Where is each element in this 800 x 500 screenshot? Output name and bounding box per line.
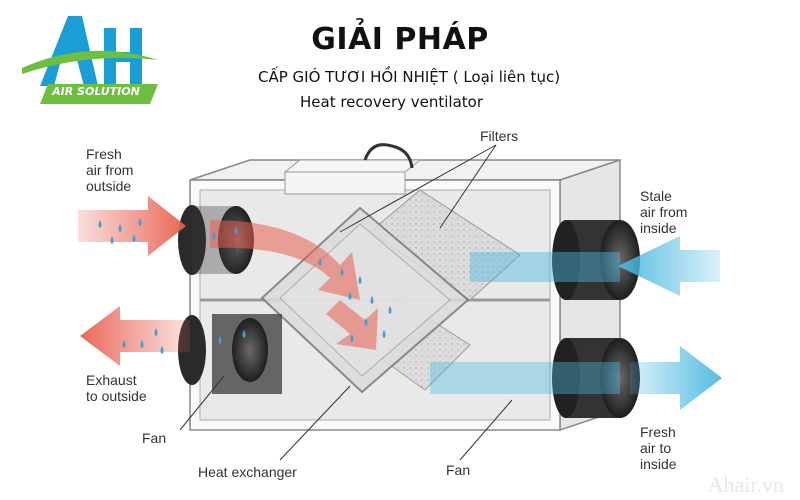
droplet-icon: [140, 340, 144, 348]
fresh-air-out-arrow: [430, 346, 722, 410]
red-arrow-right: [78, 196, 186, 256]
label-line: Fresh: [640, 424, 676, 440]
stale-air-in-arrow: [470, 236, 720, 296]
droplet-icon: [348, 292, 352, 300]
duct-rim: [552, 338, 580, 418]
subtitle-english: Heat recovery ventilator: [300, 93, 484, 111]
logo-tagline: AIR SOLUTION: [52, 85, 140, 98]
droplet-icon: [122, 340, 126, 348]
label-line: inside: [640, 456, 677, 472]
label-line: Stale: [640, 188, 672, 204]
droplet-icon: [212, 232, 216, 240]
watermark: Ahair.vn: [707, 472, 784, 497]
label-line: outside: [86, 178, 132, 194]
droplet-icon: [388, 306, 392, 314]
subtitle-vietnamese: CẤP GIÓ TƯƠI HỒI NHIỆT ( Loại liên tục): [258, 68, 561, 86]
droplet-icon: [340, 268, 344, 276]
droplet-icon: [132, 234, 136, 242]
fresh-air-in-arrow: [78, 196, 360, 300]
electrical-box: [283, 143, 422, 195]
droplet-icon: [98, 220, 102, 228]
leader-heat-exchanger: [279, 385, 351, 461]
droplet-icon: [242, 330, 246, 338]
duct-opening: [600, 338, 640, 418]
label-line: air from: [86, 162, 134, 178]
droplet-icon: [318, 258, 322, 266]
red-arrow-left: [80, 306, 190, 366]
droplet-icon: [118, 224, 122, 232]
droplet-icon: [218, 336, 222, 344]
duct-opening: [232, 318, 268, 382]
label-line: Fresh: [86, 146, 122, 162]
power-cable: [363, 143, 414, 169]
electrical-box-front: [284, 171, 406, 195]
duct-left-lower: [178, 314, 282, 394]
label-fresh-air-from-outside: Fresh air from outside: [86, 146, 133, 194]
droplet-icon: [110, 236, 114, 244]
label-line: inside: [640, 220, 677, 236]
logo-swoosh: [22, 50, 158, 74]
label-exhaust-to-outside: Exhaust to outside: [86, 372, 147, 404]
leader-filters-1: [439, 144, 497, 229]
leader-filters-2: [339, 144, 497, 233]
page-title: GIẢI PHÁP: [311, 22, 489, 57]
label-fresh-air-to-inside: Fresh air to inside: [640, 424, 677, 472]
label-heat-exchanger: Heat exchanger: [198, 464, 297, 480]
label-stale-air-from-inside: Stale air from inside: [640, 188, 687, 236]
droplet-icon: [234, 226, 238, 234]
duct-right-lower: [552, 338, 640, 418]
logo-banner: [40, 84, 158, 104]
leader-lines: [179, 144, 513, 461]
condensation-droplets: [98, 218, 392, 354]
logo-letter-a: [40, 16, 98, 86]
droplet-icon: [370, 296, 374, 304]
blue-arrow-left: [618, 236, 720, 296]
leader-fan-left: [179, 375, 225, 431]
duct-right-upper: [552, 220, 640, 300]
droplet-icon: [358, 276, 362, 284]
label-fan-bottom: Fan: [446, 462, 471, 478]
ah-air-solution-logo: [22, 16, 158, 104]
duct-opening: [600, 220, 640, 300]
blue-inner-flow: [470, 252, 620, 282]
droplet-icon: [154, 328, 158, 336]
label-filters: Filters: [480, 128, 519, 144]
blue-inner-flow: [430, 362, 620, 394]
droplet-icon: [160, 346, 164, 354]
droplet-icon: [138, 218, 142, 226]
droplet-icon: [364, 318, 368, 326]
duct-rim: [178, 205, 206, 275]
droplet-icon: [382, 330, 386, 338]
label-line: air to: [640, 440, 672, 456]
droplet-icon: [350, 334, 354, 342]
leader-fan-bottom: [459, 399, 513, 461]
red-curved-flow: [210, 220, 360, 300]
label-line: air from: [640, 204, 688, 220]
label-line: Exhaust: [86, 372, 137, 388]
blue-arrow-right: [630, 346, 722, 410]
duct-rim: [552, 220, 580, 300]
label-fan-left: Fan: [142, 430, 167, 446]
electrical-box-top: [283, 159, 422, 173]
red-diagonal-flow: [326, 300, 378, 350]
label-line: to outside: [86, 388, 147, 404]
